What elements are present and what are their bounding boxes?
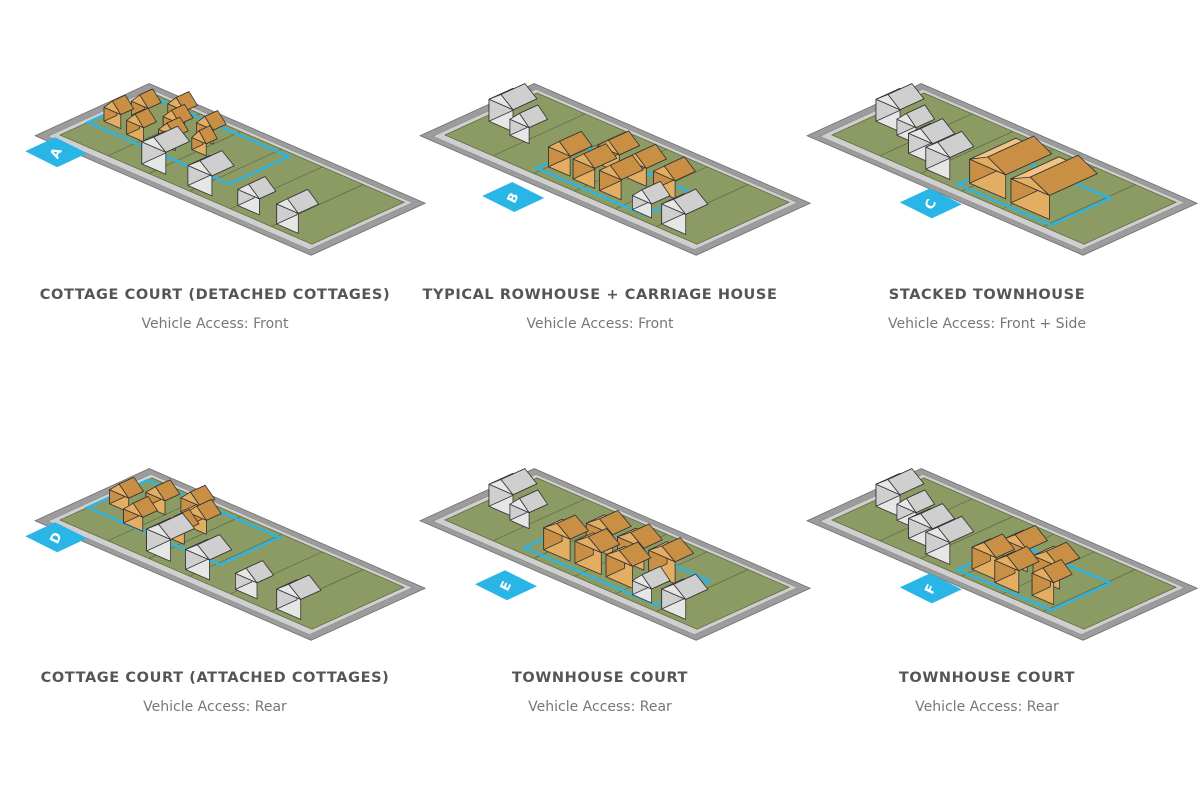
house-block xyxy=(146,512,195,562)
new-housing-block xyxy=(123,496,158,532)
panel-title: COTTAGE COURT (ATTACHED COTTAGES) xyxy=(40,670,390,686)
house-block xyxy=(187,150,235,197)
house-block xyxy=(276,188,320,234)
panel-f: F TOWNHOUSE COURT Vehicle Access: Rear xyxy=(792,425,1199,785)
lot-line xyxy=(1043,184,1136,227)
site-diagram: B xyxy=(419,83,812,256)
panel-title: TYPICAL ROWHOUSE + CARRIAGE HOUSE xyxy=(422,287,778,303)
panel-title: STACKED TOWNHOUSE xyxy=(888,287,1086,303)
house-block xyxy=(237,176,277,216)
house-block xyxy=(631,180,671,219)
panel-title: COTTAGE COURT (DETACHED COTTAGES) xyxy=(39,287,391,303)
panel-c: C STACKED TOWNHOUSE Vehicle Access: Fron… xyxy=(792,40,1199,400)
new-housing-block xyxy=(103,94,135,129)
lot-line xyxy=(1043,569,1136,612)
house-block xyxy=(631,565,671,604)
panel-e: E TOWNHOUSE COURT Vehicle Access: Rear xyxy=(405,425,812,785)
house-block xyxy=(896,104,935,144)
site-diagram: D xyxy=(25,468,427,641)
new-housing-block xyxy=(971,533,1015,581)
new-housing-block xyxy=(543,514,589,562)
new-housing-block xyxy=(109,476,144,513)
new-housing-block xyxy=(126,107,157,143)
site-diagram: C xyxy=(806,83,1199,256)
panel-title: TOWNHOUSE COURT xyxy=(898,670,1076,686)
panel-badge: D xyxy=(25,522,88,553)
caption: TOWNHOUSE COURT Vehicle Access: Rear xyxy=(792,670,1182,715)
vehicle-access-text: Vehicle Access: Front xyxy=(141,316,289,332)
panel-badge: B xyxy=(482,182,545,212)
site-diagram: E xyxy=(419,468,812,641)
panel-badge: A xyxy=(25,137,88,168)
house-block xyxy=(141,125,191,175)
vehicle-access-text: Vehicle Access: Front + Side xyxy=(888,316,1086,332)
caption: TOWNHOUSE COURT Vehicle Access: Rear xyxy=(405,670,795,715)
panel-b: B TYPICAL ROWHOUSE + CARRIAGE HOUSE Vehi… xyxy=(405,40,812,400)
house-block xyxy=(509,489,548,529)
house-block xyxy=(908,503,956,550)
new-housing-block xyxy=(1010,154,1098,220)
house-block xyxy=(488,468,538,518)
site-diagram: F xyxy=(806,468,1199,641)
new-housing-block xyxy=(572,143,618,189)
vehicle-access-text: Vehicle Access: Rear xyxy=(915,699,1059,715)
vehicle-access-text: Vehicle Access: Front xyxy=(526,316,674,332)
caption: COTTAGE COURT (ATTACHED COTTAGES) Vehicl… xyxy=(20,670,410,715)
house-block xyxy=(875,468,925,518)
caption: STACKED TOWNHOUSE Vehicle Access: Front … xyxy=(792,287,1182,332)
new-housing-block xyxy=(994,545,1040,594)
lot-line xyxy=(492,498,586,542)
panel-badge: F xyxy=(899,573,962,604)
new-housing-block xyxy=(605,541,652,589)
house-block xyxy=(925,131,975,180)
vehicle-access-text: Vehicle Access: Rear xyxy=(528,699,672,715)
housing-types-grid: A COTTAGE COURT (DETACHED COTTAGES) Vehi… xyxy=(20,40,1199,715)
new-housing-block xyxy=(131,88,162,123)
panel-badge: E xyxy=(475,570,537,601)
new-housing-block xyxy=(574,528,621,576)
house-block xyxy=(276,574,322,620)
vehicle-access-text: Vehicle Access: Rear xyxy=(143,699,287,715)
new-housing-block xyxy=(191,125,218,157)
house-block xyxy=(925,516,975,565)
house-block xyxy=(488,83,538,133)
new-housing-block xyxy=(548,131,593,177)
lot-line xyxy=(492,113,586,157)
house-block xyxy=(185,534,233,581)
new-housing-block xyxy=(969,135,1053,200)
house-block xyxy=(234,560,274,600)
new-housing-block xyxy=(1031,559,1073,606)
panel-a: A COTTAGE COURT (DETACHED COTTAGES) Vehi… xyxy=(20,40,427,400)
new-housing-block xyxy=(599,154,644,201)
house-block xyxy=(661,188,709,235)
new-housing-block xyxy=(648,537,694,585)
house-block xyxy=(875,83,925,133)
house-block xyxy=(509,104,548,144)
panel-badge: C xyxy=(899,188,962,219)
panel-title: TOWNHOUSE COURT xyxy=(511,670,689,686)
site-diagram: A xyxy=(25,83,427,256)
caption: TYPICAL ROWHOUSE + CARRIAGE HOUSE Vehicl… xyxy=(405,287,795,332)
caption: COTTAGE COURT (DETACHED COTTAGES) Vehicl… xyxy=(20,287,410,332)
panel-d: D COTTAGE COURT (ATTACHED COTTAGES) Vehi… xyxy=(20,425,427,785)
house-block xyxy=(661,573,709,620)
